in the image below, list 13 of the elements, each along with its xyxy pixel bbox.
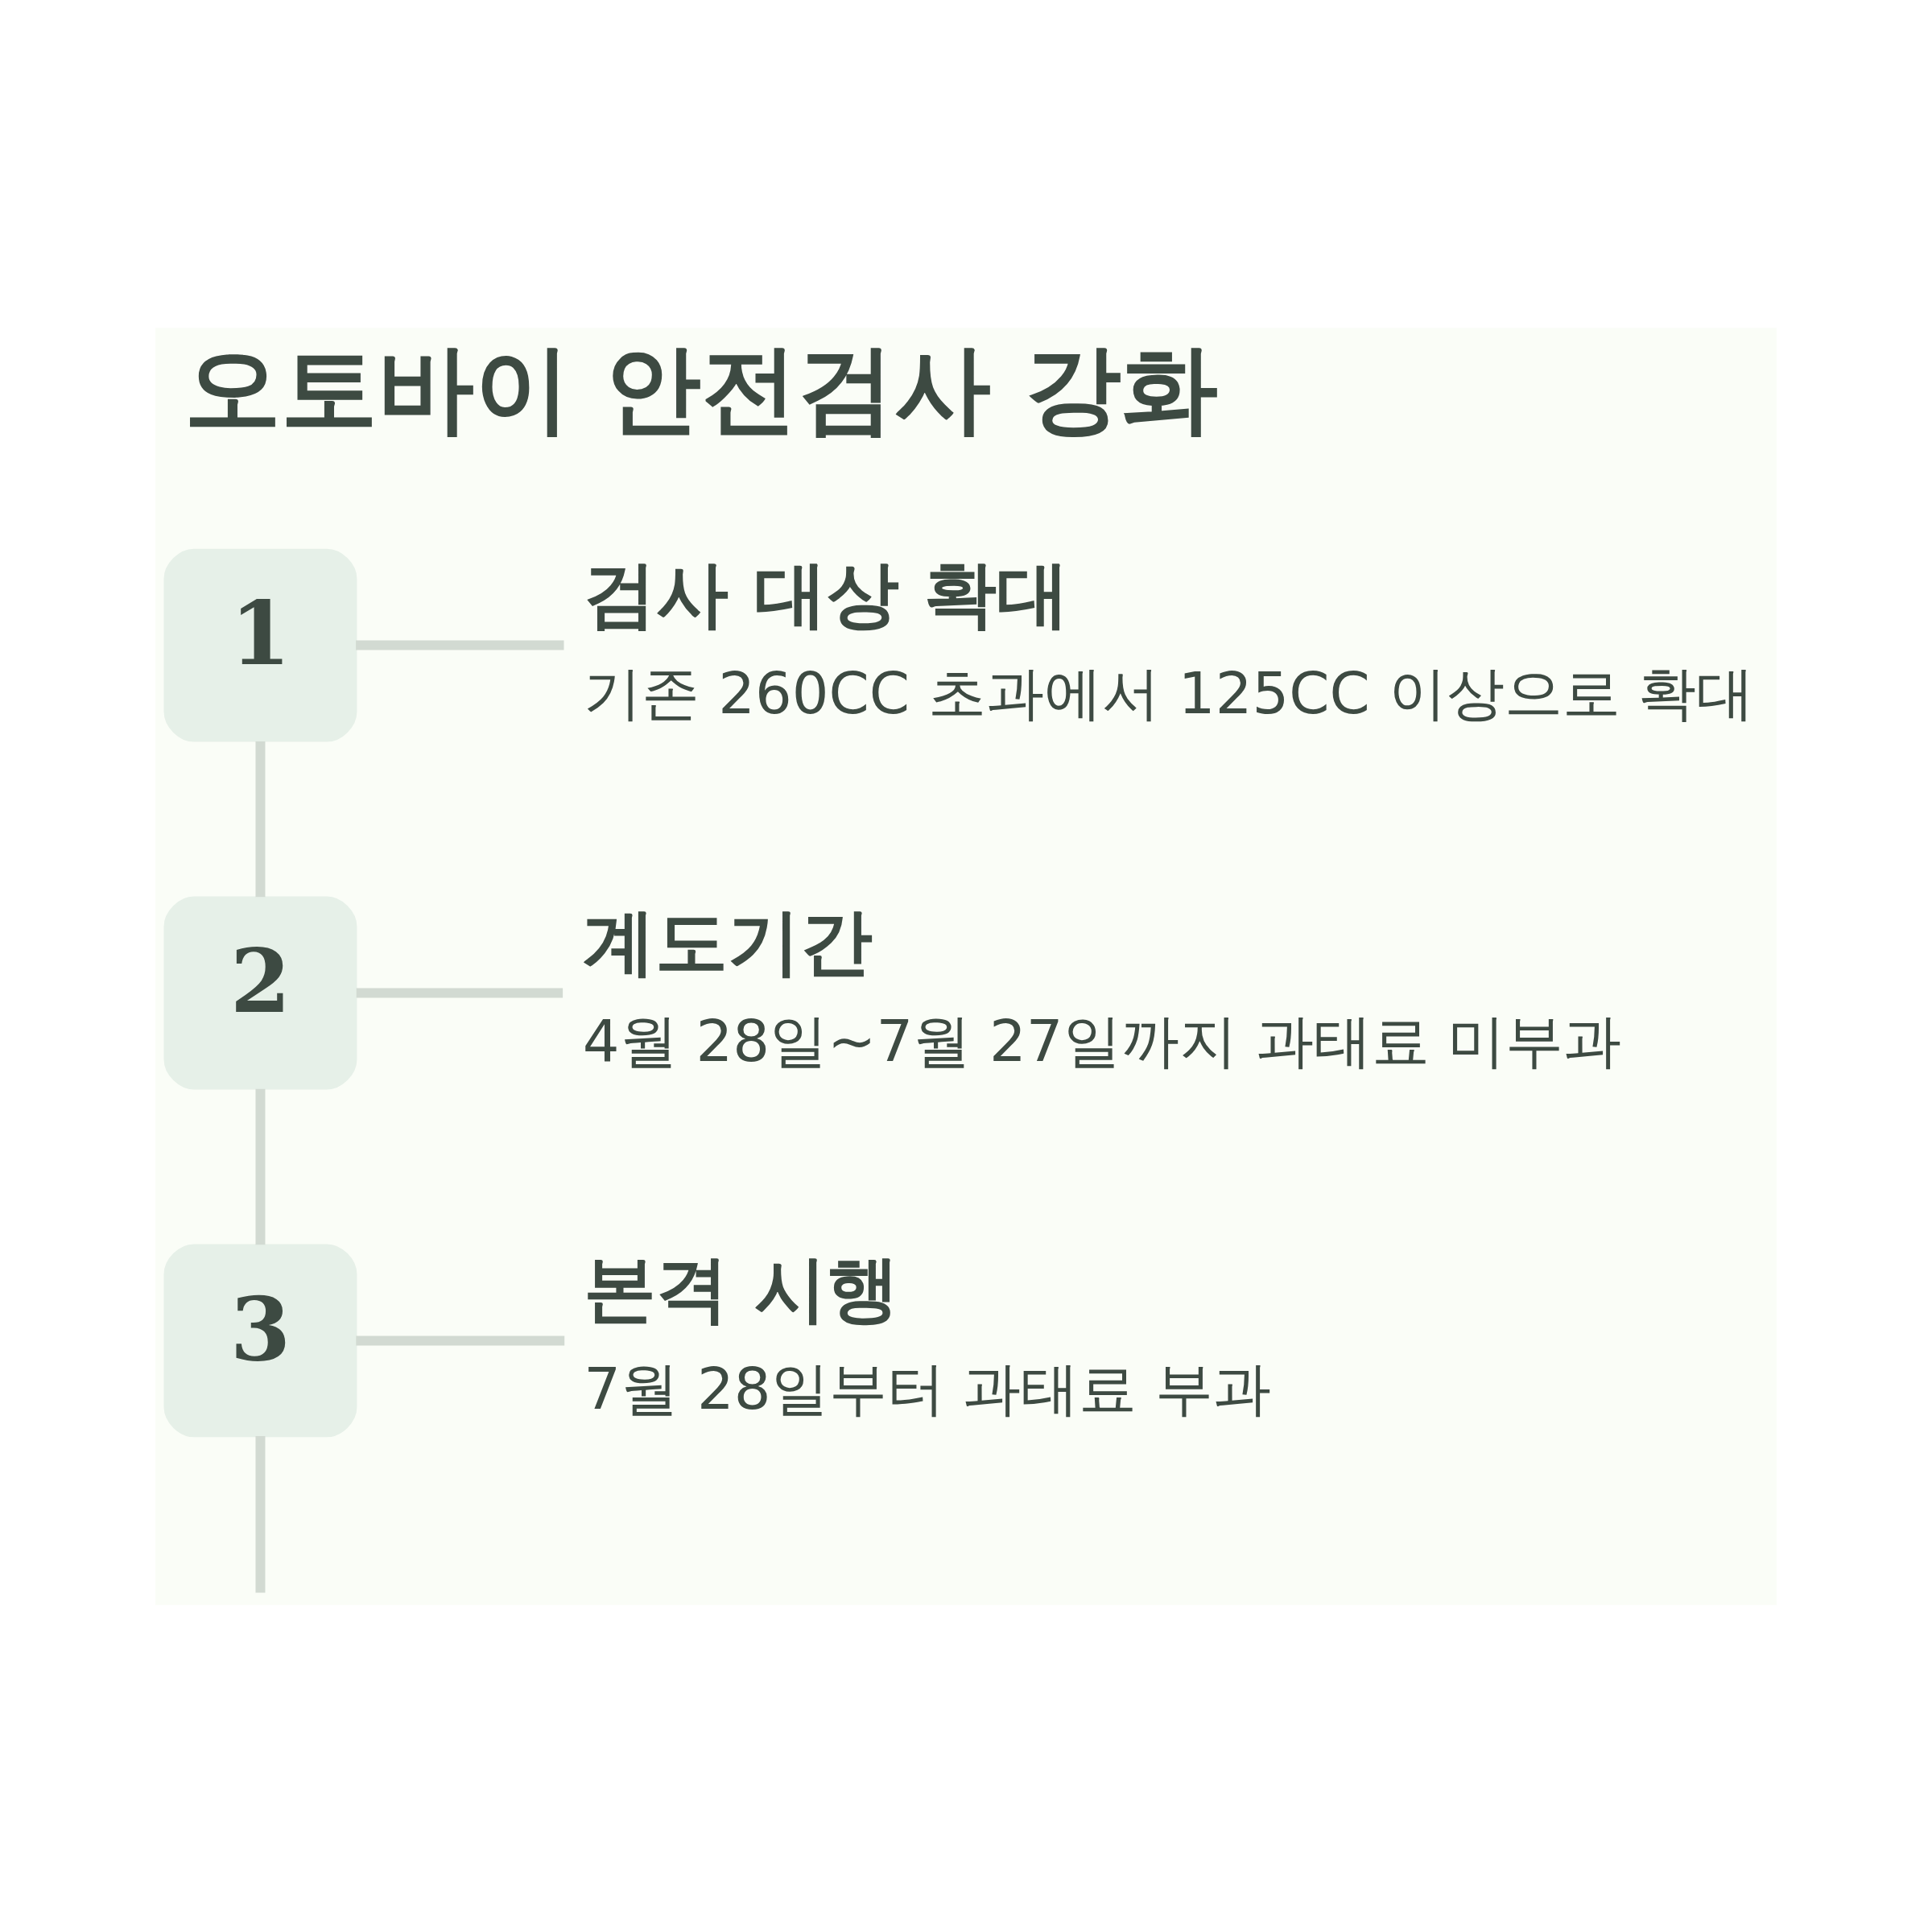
- node-box: 2: [163, 896, 357, 1089]
- connector: [255, 741, 266, 897]
- connector: [356, 1335, 565, 1345]
- node-box: 1: [163, 548, 357, 742]
- node-text: 계도기간 4월 28일~7월 27일까지 과태료 미부과: [582, 898, 1622, 1075]
- connector: [255, 1088, 266, 1245]
- node-text: 본격 시행 7월 28일부터 과태료 부과: [584, 1245, 1272, 1422]
- node-text: 검사 대상 확대 기존 260CC 초과에서 125CC 이상으로 확대: [584, 551, 1755, 727]
- connector: [356, 988, 564, 997]
- node-box: 3: [163, 1243, 357, 1437]
- connector: [356, 640, 564, 650]
- connector: [255, 1435, 266, 1592]
- diagram-title: 오토바이 안전검사 강화: [184, 332, 1218, 444]
